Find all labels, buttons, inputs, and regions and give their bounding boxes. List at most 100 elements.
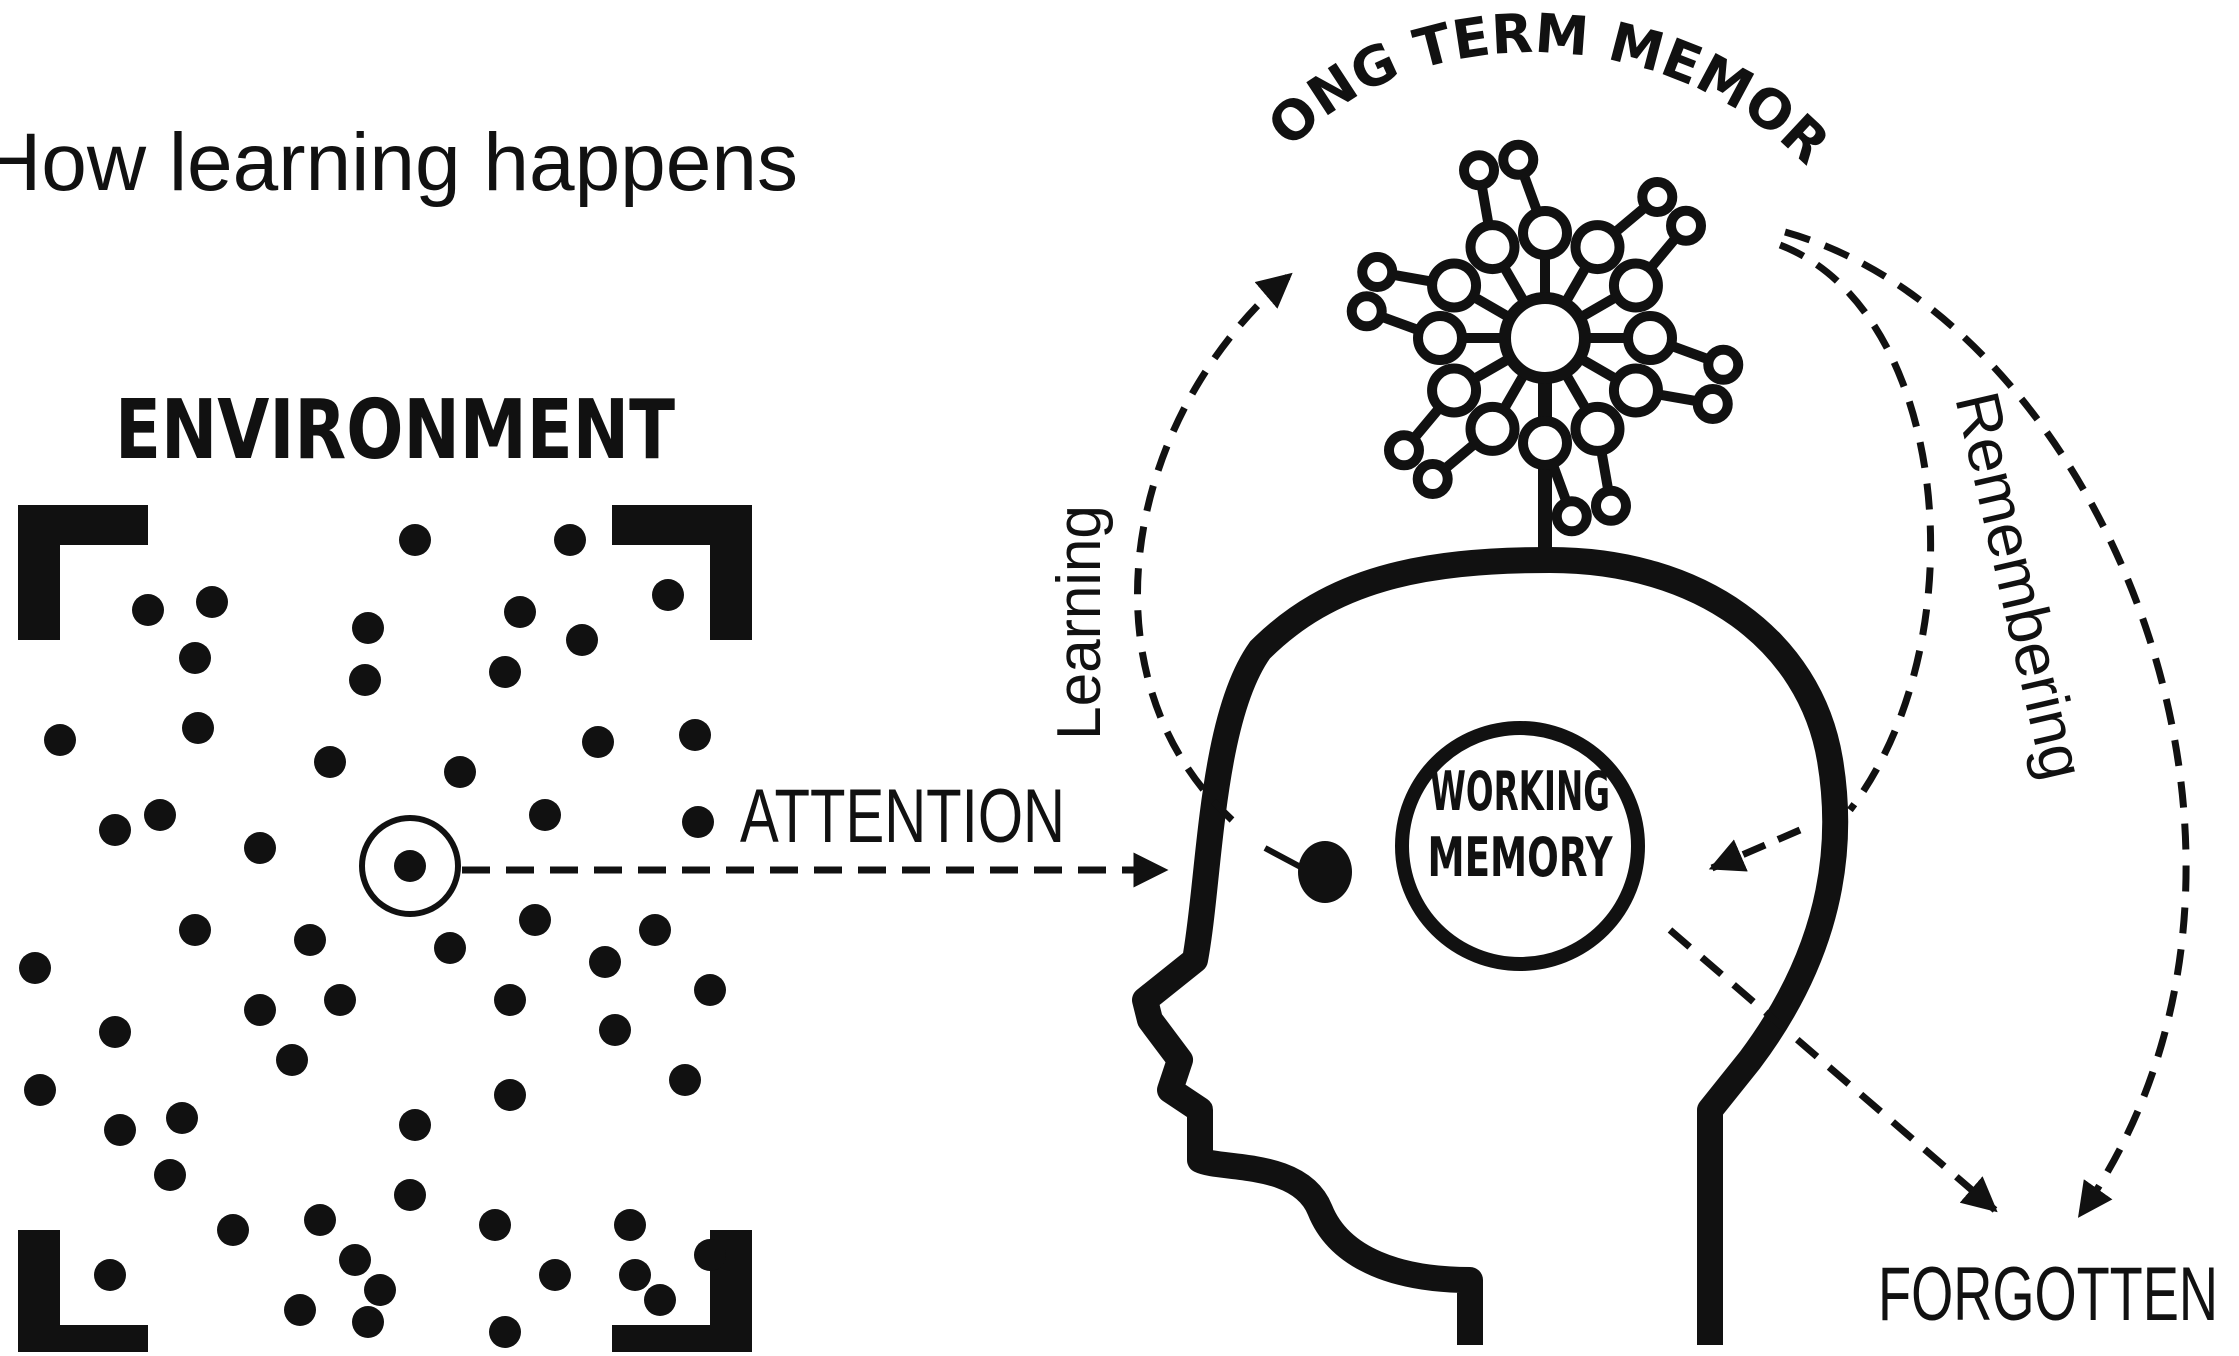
network-node bbox=[1412, 459, 1453, 500]
stimulus-dot bbox=[244, 832, 276, 864]
stimulus-dot bbox=[284, 1294, 316, 1326]
stimulus-dot bbox=[589, 946, 621, 978]
stimulus-dot bbox=[179, 914, 211, 946]
page-title: How learning happens bbox=[0, 117, 798, 208]
network-node bbox=[1383, 430, 1424, 471]
stimulus-dot bbox=[339, 1244, 371, 1276]
stimulus-dot bbox=[489, 1316, 521, 1348]
stimulus-dot bbox=[44, 724, 76, 756]
stimulus-dot bbox=[349, 664, 381, 696]
stimulus-dot bbox=[314, 746, 346, 778]
stimulus-dot bbox=[529, 799, 561, 831]
stimulus-dot bbox=[669, 1064, 701, 1096]
stimulus-dot bbox=[539, 1259, 571, 1291]
frame-corner-bottom-left bbox=[18, 1230, 148, 1352]
network-node bbox=[1692, 383, 1733, 424]
network-node bbox=[1551, 496, 1592, 537]
network-hub-node bbox=[1499, 292, 1591, 384]
network-node bbox=[1346, 291, 1387, 332]
attention-label: ATTENTION bbox=[740, 774, 1065, 859]
stimulus-dot bbox=[434, 932, 466, 964]
stimulus-dot bbox=[599, 1014, 631, 1046]
network-node bbox=[1459, 150, 1500, 191]
network-node bbox=[1498, 139, 1539, 180]
stimulus-dot bbox=[144, 799, 176, 831]
network-node bbox=[1570, 220, 1625, 275]
stimulus-dot bbox=[644, 1284, 676, 1316]
network-node bbox=[1518, 416, 1572, 470]
network-node bbox=[1427, 258, 1482, 313]
network-node bbox=[1465, 220, 1520, 275]
stimulus-dot bbox=[554, 524, 586, 556]
stimulus-dot bbox=[294, 924, 326, 956]
stimulus-dot bbox=[394, 1179, 426, 1211]
stimulus-dot bbox=[652, 579, 684, 611]
stimulus-dot bbox=[304, 1204, 336, 1236]
stimulus-dot bbox=[682, 806, 714, 838]
stimulus-dot bbox=[182, 712, 214, 744]
network-node bbox=[1666, 205, 1707, 246]
frame-corner-top-right bbox=[612, 505, 752, 640]
stimulus-dot bbox=[504, 596, 536, 628]
stimulus-dot bbox=[399, 1109, 431, 1141]
frame-corner-bottom-right bbox=[612, 1230, 752, 1352]
neural-network-icon bbox=[1346, 139, 1744, 537]
focus-target-icon bbox=[359, 815, 461, 917]
stimulus-dot bbox=[399, 524, 431, 556]
network-node bbox=[1608, 363, 1663, 418]
stimulus-dot bbox=[479, 1209, 511, 1241]
network-node bbox=[1427, 363, 1482, 418]
eye-icon bbox=[1263, 841, 1352, 903]
stimulus-dot bbox=[94, 1259, 126, 1291]
stimulus-dot bbox=[444, 756, 476, 788]
environment-frame bbox=[18, 505, 752, 1352]
forgetting-from-working-memory-arrow bbox=[1667, 927, 1998, 1213]
remembering-arrow-curve bbox=[1778, 241, 1935, 813]
stimulus-dot bbox=[352, 612, 384, 644]
stimulus-dot bbox=[99, 1016, 131, 1048]
stimulus-dot bbox=[619, 1259, 651, 1291]
stimulus-dot bbox=[639, 914, 671, 946]
remembering-arrow-head bbox=[1708, 826, 1802, 872]
stimulus-dot bbox=[24, 1074, 56, 1106]
learning-label: Learning bbox=[1045, 505, 1114, 740]
stimulus-dot bbox=[132, 594, 164, 626]
stimulus-dot bbox=[276, 1044, 308, 1076]
working-memory-label-line1: WORKING bbox=[1430, 760, 1610, 823]
network-node bbox=[1465, 401, 1520, 456]
network-node bbox=[1570, 401, 1625, 456]
stimulus-dot bbox=[154, 1159, 186, 1191]
stimulus-dot bbox=[217, 1214, 249, 1246]
stimulus-dot bbox=[494, 1079, 526, 1111]
stimulus-dot bbox=[694, 1239, 726, 1271]
stimulus-dot bbox=[566, 624, 598, 656]
stimulus-dot bbox=[614, 1209, 646, 1241]
stimulus-dot bbox=[494, 984, 526, 1016]
network-node bbox=[1590, 485, 1631, 526]
learning-arrow bbox=[1134, 272, 1293, 823]
forgotten-label: FORGOTTEN bbox=[1878, 1252, 2218, 1337]
stimulus-dot bbox=[582, 726, 614, 758]
network-node bbox=[1413, 311, 1467, 365]
network-node bbox=[1637, 176, 1678, 217]
stimulus-dot bbox=[694, 974, 726, 1006]
stimulus-dot bbox=[519, 904, 551, 936]
stimulus-dot bbox=[19, 952, 51, 984]
stimulus-dot bbox=[489, 656, 521, 688]
stimulus-dot bbox=[196, 586, 228, 618]
head-profile-icon bbox=[1132, 547, 1849, 1345]
network-node bbox=[1518, 206, 1572, 260]
stimulus-dot bbox=[179, 642, 211, 674]
working-memory-circle bbox=[1395, 721, 1645, 971]
stimulus-dot bbox=[324, 984, 356, 1016]
remembering-label: Remembering bbox=[1941, 386, 2097, 786]
stimulus-dot bbox=[104, 1114, 136, 1146]
stimulus-dot bbox=[99, 814, 131, 846]
stimulus-dot bbox=[166, 1102, 198, 1134]
network-node bbox=[1623, 311, 1677, 365]
stimulus-dot bbox=[352, 1306, 384, 1338]
working-memory-label-line2: MEMORY bbox=[1428, 826, 1614, 889]
forgetting-from-long-term-memory-arrow bbox=[1784, 228, 2190, 1218]
frame-corner-top-left bbox=[18, 505, 148, 640]
